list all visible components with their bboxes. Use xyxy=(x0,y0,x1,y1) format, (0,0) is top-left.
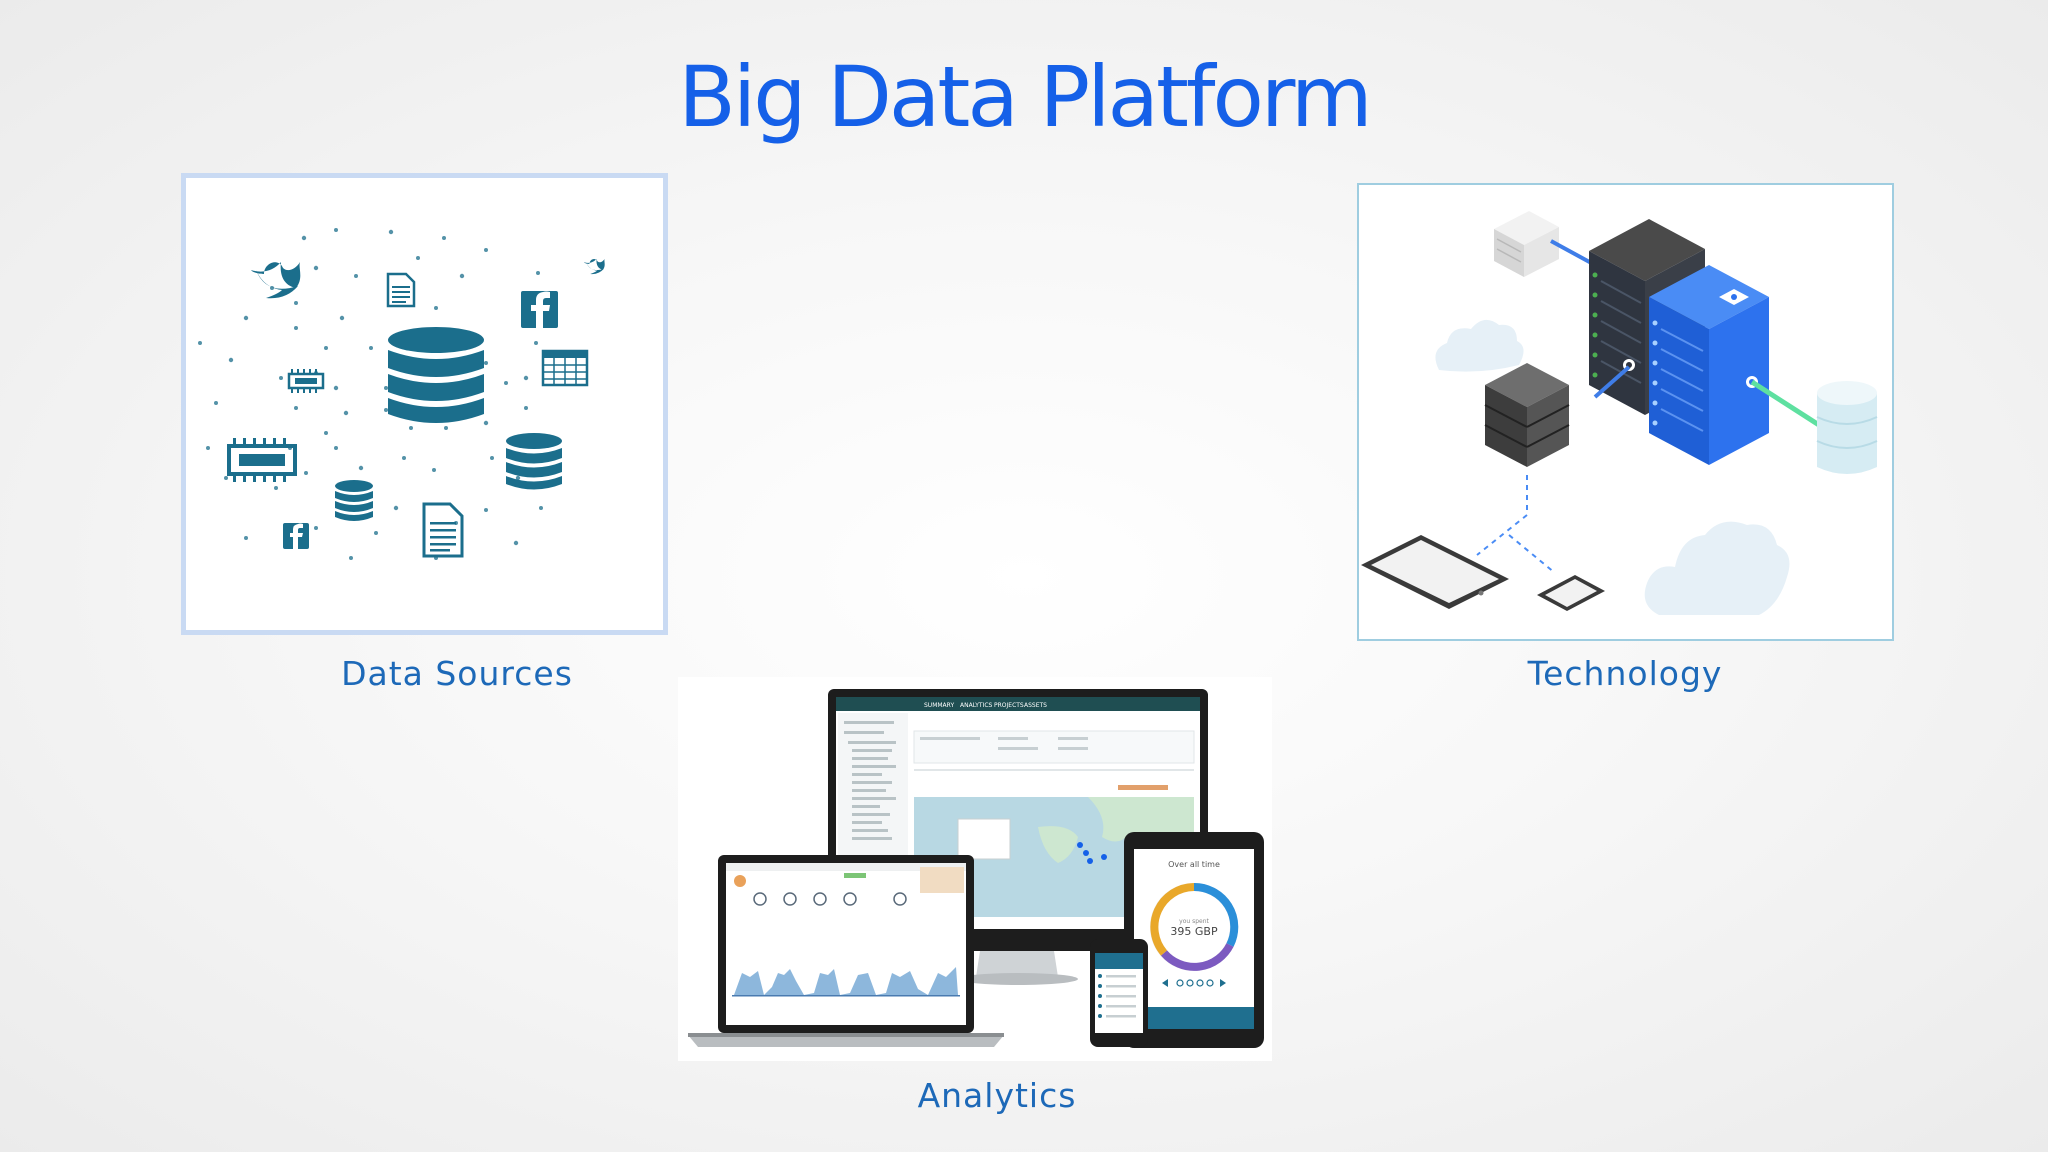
cloud-icon xyxy=(1644,521,1790,615)
document-icon xyxy=(422,502,464,558)
analytics-image: SUMMARY ANALYTICS PROJECTS ASSETS xyxy=(678,677,1272,1061)
twitter-icon xyxy=(251,262,301,299)
tablet-icon xyxy=(1361,535,1509,609)
database-icon xyxy=(388,327,484,423)
tablet-heading: Over all time xyxy=(1168,860,1220,869)
facebook-icon xyxy=(521,291,558,328)
facebook-icon xyxy=(283,523,309,549)
tablet-value: 395 GBP xyxy=(1170,925,1218,938)
monitor-nav: SUMMARY ANALYTICS PROJECTS ASSETS xyxy=(924,702,1047,709)
server-rack-icon xyxy=(1494,211,1559,277)
dot-scatter xyxy=(198,228,548,560)
database-icon xyxy=(506,433,562,490)
svg-text:ANALYTICS: ANALYTICS xyxy=(960,702,993,709)
analytics-caption: Analytics xyxy=(917,1076,1077,1115)
tablet-device: Over all time you spent 395 GBP xyxy=(1124,832,1264,1048)
tablet-sub: you spent xyxy=(1179,918,1209,925)
memory-chip-icon xyxy=(227,438,297,482)
laptop-device xyxy=(688,855,1004,1047)
phone-device xyxy=(1090,939,1148,1047)
document-icon xyxy=(386,272,416,308)
svg-text:SUMMARY: SUMMARY xyxy=(924,702,954,709)
technology-illustration xyxy=(1361,211,1878,615)
svg-text:PROJECTS: PROJECTS xyxy=(994,702,1024,709)
database-icon xyxy=(335,480,373,521)
svg-text:ASSETS: ASSETS xyxy=(1024,702,1047,709)
server-rack-icon xyxy=(1484,363,1570,467)
analytics-illustration: SUMMARY ANALYTICS PROJECTS ASSETS xyxy=(688,689,1264,1048)
data-sources-caption: Data Sources xyxy=(341,654,573,693)
twitter-icon xyxy=(584,258,605,275)
table-icon xyxy=(541,349,589,387)
database-icon xyxy=(1816,381,1878,474)
memory-chip-icon xyxy=(287,369,325,393)
data-sources-illustration xyxy=(198,228,605,560)
technology-image xyxy=(1357,183,1894,641)
technology-caption: Technology xyxy=(1527,654,1723,693)
server-rack-icon xyxy=(1649,265,1769,465)
cloud-icon xyxy=(1435,319,1524,372)
data-sources-image xyxy=(181,173,668,635)
phone-icon xyxy=(1537,575,1605,611)
page-title: Big Data Platform xyxy=(678,48,1373,146)
